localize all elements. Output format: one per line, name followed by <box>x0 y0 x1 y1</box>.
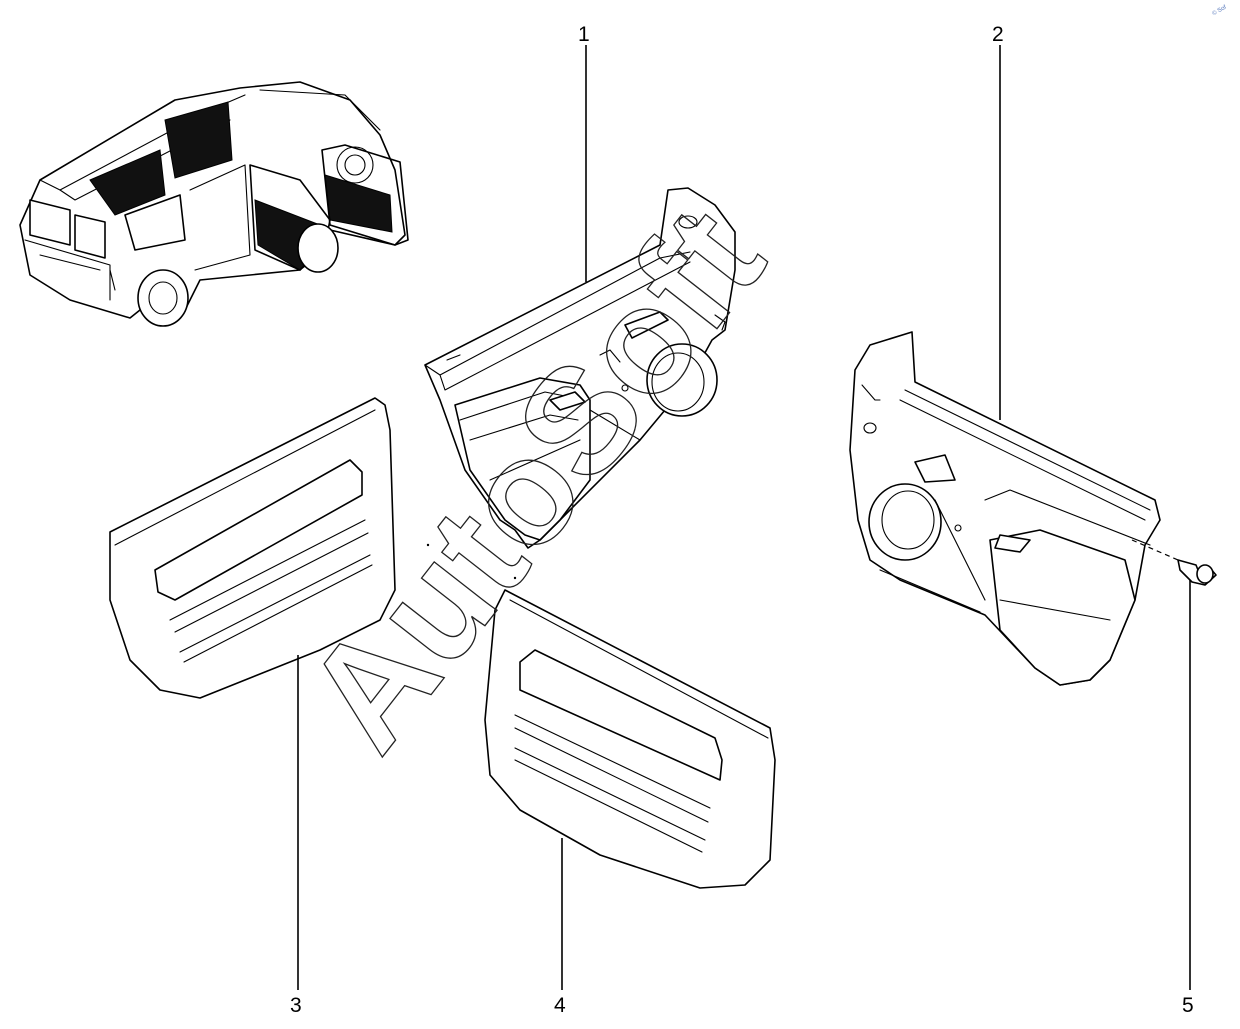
callout-5: 5 <box>1182 994 1194 1017</box>
callout-1: 1 <box>578 23 590 46</box>
part-4-rear-door-trim <box>484 589 776 889</box>
callout-3: 3 <box>290 994 302 1017</box>
part-1-front-door-trim <box>424 187 736 549</box>
callout-4: 4 <box>554 994 566 1017</box>
car-overview-illustration <box>19 81 409 327</box>
part-3-rear-door-trim <box>109 397 396 699</box>
part-2-front-door-trim <box>849 331 1161 686</box>
part-5-clip <box>1177 559 1217 586</box>
callout-2: 2 <box>992 23 1004 46</box>
leader-lines <box>297 45 1191 990</box>
